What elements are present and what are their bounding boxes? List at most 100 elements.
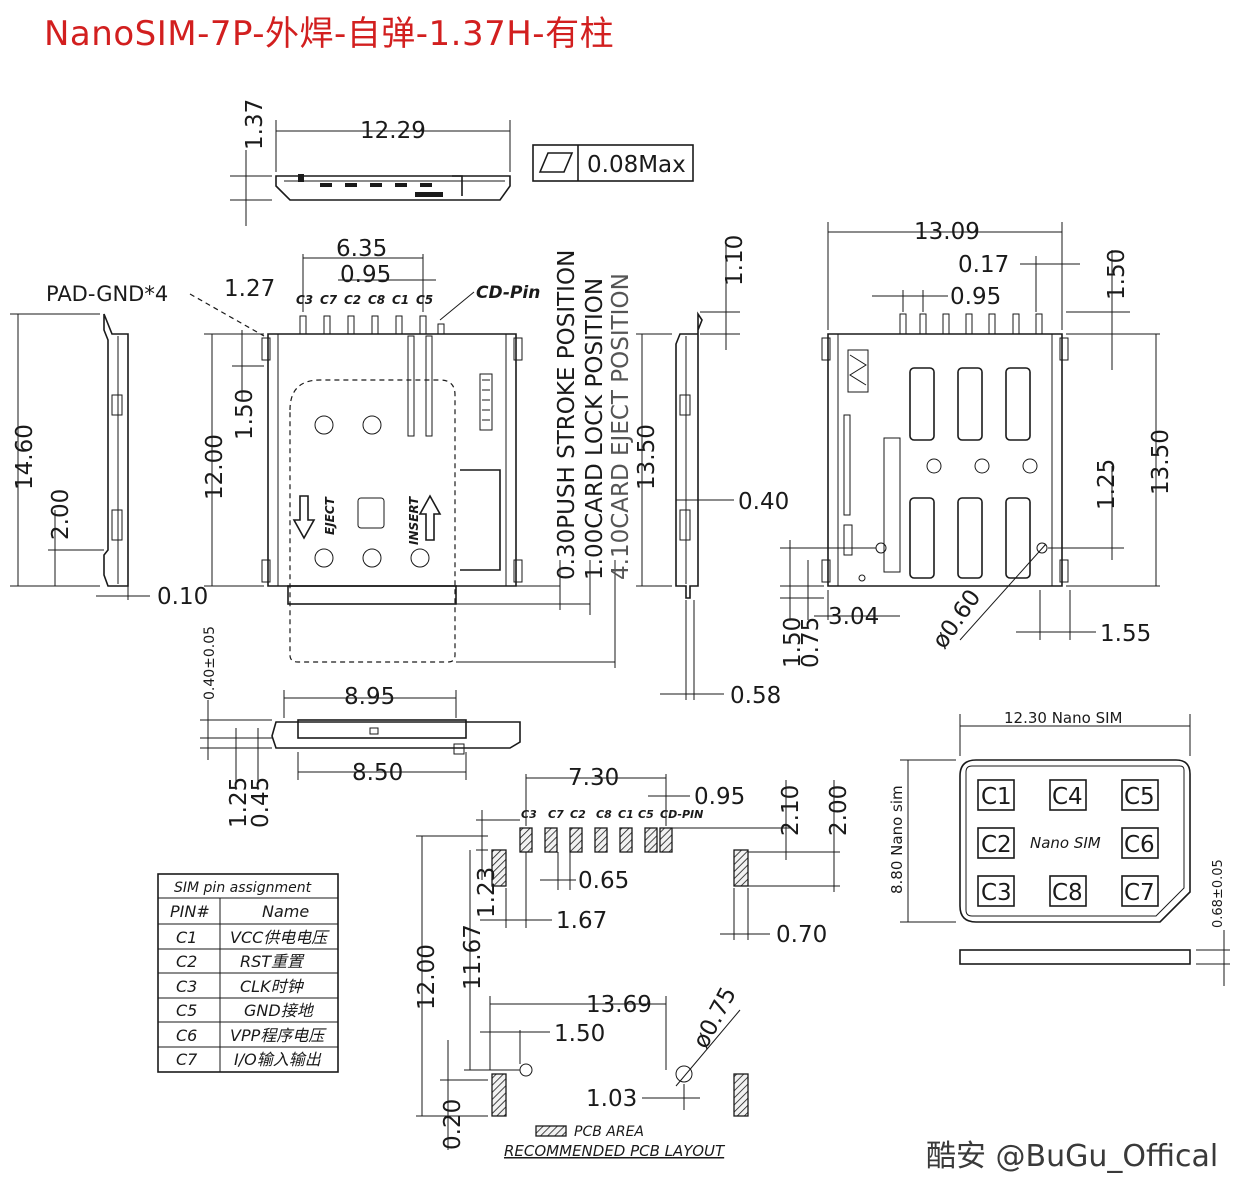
front-pins: [299, 315, 445, 335]
dim-pcb-pitch: 0.95: [694, 784, 745, 810]
table-cell-name: VPP程序电压: [230, 1026, 327, 1045]
table-cell-pin: C2: [176, 952, 197, 971]
dim-back-top: 1.50: [1104, 249, 1130, 300]
dim-bottom-h-a: 1.25: [226, 777, 252, 828]
dim-bottom-top-width: 8.95: [344, 684, 395, 710]
dim-post-x: 1.55: [1100, 621, 1151, 647]
drawing-title: NanoSIM-7P-外焊-自弹-1.37H-有柱: [44, 14, 615, 54]
dim-back-width: 13.09: [914, 219, 980, 245]
dim-side-top: 1.10: [722, 235, 748, 286]
pcb-gnd-pad: [491, 849, 507, 887]
dim-post-dia: ø0.60: [928, 585, 987, 653]
pcb-layout: C3 C7 C2 C8 C1 C5 CD-PIN 7.30 0.95 2.10 …: [414, 765, 852, 1160]
dim-pcb-height: 12.00: [414, 944, 440, 1010]
dim-edge: 0.10: [157, 584, 208, 610]
pin-assignment-table: SIM pin assignment PIN# Name C1 VCC供电电压 …: [157, 873, 339, 1073]
table-cell-pin: C6: [176, 1026, 197, 1045]
front-pin-labels: C3 C7 C2 C8 C1 C5: [296, 293, 433, 307]
pcb-pin-labels: C3 C7 C2 C8 C1 C5 CD-PIN: [521, 808, 703, 821]
sim-contact: C5: [1124, 784, 1155, 810]
dim-back-bottom-a: 1.50: [780, 617, 806, 668]
dim-pcb-pad-h: 2.10: [778, 785, 804, 836]
back-springs: [858, 367, 1048, 582]
dim-bottom-h-b: 0.45: [248, 777, 274, 828]
dim-pitch-total: 6.35: [336, 236, 387, 262]
dim-body-height: 12.00: [202, 434, 228, 500]
table-cell-pin: C1: [176, 928, 197, 947]
front-pin-label: C7: [320, 293, 338, 307]
sim-contact: C3: [981, 880, 1012, 906]
flatness-value: 0.08Max: [587, 152, 686, 178]
insert-label: INSERT: [407, 496, 421, 545]
dim-total-height: 14.60: [12, 424, 38, 490]
sim-center-label: Nano SIM: [1030, 834, 1101, 852]
pcb-pin-label: C1: [618, 808, 634, 821]
dim-back-bottom-b: 0.75: [798, 617, 824, 668]
sim-thickness: 0.68±0.05: [1211, 859, 1226, 928]
pad-gnd-label: PAD-GND*4: [46, 282, 168, 306]
sim-contact: C4: [1052, 784, 1083, 810]
position-labels: 0.30PUSH STROKE POSITION 1.00CARD LOCK P…: [554, 250, 634, 580]
eject-label: EJECT: [323, 496, 337, 535]
front-pin-label: C5: [416, 293, 433, 307]
left-side-view: 14.60 2.00 0.10: [10, 313, 208, 610]
dim-pcb-pad-offset: 1.67: [556, 908, 607, 934]
dim-top-width: 12.29: [360, 118, 426, 144]
table-header-name: Name: [262, 902, 309, 921]
dim-side-height: 13.50: [634, 424, 660, 490]
dim-pcb-pad-h2: 2.00: [826, 785, 852, 836]
dim-pcb-span: 7.30: [568, 765, 619, 791]
pcb-gnd-pad: [733, 849, 749, 887]
top-view: 12.29 1.37 0.08Max: [230, 99, 694, 226]
dim-pcb-gnd-w: 0.70: [776, 922, 827, 948]
pcb-pin-label: CD-PIN: [660, 808, 703, 821]
front-pin-label: C1: [392, 293, 409, 307]
dim-post-offset: 3.04: [828, 604, 879, 630]
pcb-gnd-pad: [733, 1073, 749, 1117]
dim-pitch: 0.95: [340, 262, 391, 288]
bottom-view: 8.95 8.50 0.40±0.05 1.25 0.45: [200, 626, 521, 828]
pcb-pin-label: C2: [570, 808, 586, 821]
dim-pin-offset: 0.40: [738, 489, 789, 515]
dim-pin-edge: 0.17: [958, 252, 1009, 278]
dim-top-gap: 1.50: [232, 389, 258, 440]
watermark: 酷安 @BuGu_Offical: [926, 1139, 1219, 1174]
front-pin-label: C3: [296, 293, 313, 307]
dim-pcb-post-dx: 1.03: [586, 1086, 637, 1112]
sim-contact: C1: [981, 784, 1012, 810]
dim-pcb-gnd-h: 1.23: [474, 867, 500, 918]
dim-hole-offset: 1.25: [1094, 459, 1120, 510]
top-view-contacts: [298, 174, 463, 197]
back-pins: [899, 313, 1043, 335]
dim-pad-offset: 1.27: [224, 276, 275, 302]
dim-pcb-post-x: 1.50: [554, 1021, 605, 1047]
flatness-icon: [538, 152, 574, 173]
dim-pcb-bottom: 0.20: [440, 1099, 466, 1150]
dim-bottom-width: 8.50: [352, 760, 403, 786]
dim-pin-len: 0.58: [730, 683, 781, 709]
sim-contact: C7: [1124, 880, 1155, 906]
cd-pin-label: CD-Pin: [476, 283, 540, 303]
table-cell-name: GND接地: [244, 1001, 315, 1020]
pcb-pin-label: C7: [548, 808, 564, 821]
table-cell-pin: C3: [176, 977, 197, 996]
table-cell-name: I/O输入输出: [234, 1050, 322, 1069]
back-view: 13.09 0.17 0.95 1.50 13.50 1.25 1.55 1.5…: [780, 219, 1174, 668]
front-pin-label: C8: [368, 293, 385, 307]
nano-sim-card: 12.30 Nano SIM 8.80 Nano sim 0.68±0.05 C…: [888, 709, 1230, 986]
sim-contact: C8: [1052, 880, 1083, 906]
table-cell-name: VCC供电电压: [230, 928, 330, 947]
pcb-area-legend-swatch: [535, 1125, 567, 1137]
dim-back-height: 13.50: [1148, 429, 1174, 495]
pcb-pin-label: C8: [596, 808, 612, 821]
card-eject-position: 4.10CARD EJECT POSITION: [608, 273, 634, 580]
sim-height: 8.80 Nano sim: [888, 785, 906, 894]
table-title: SIM pin assignment: [174, 880, 312, 896]
table-cell-name: CLK时钟: [240, 977, 305, 996]
dim-pcb-inner-height: 11.67: [460, 924, 486, 990]
dim-back-pitch: 0.95: [950, 284, 1001, 310]
table-cell-pin: C5: [176, 1001, 197, 1020]
push-stroke-position: 0.30PUSH STROKE POSITION: [554, 250, 580, 580]
flatness-frame: 0.08Max: [532, 144, 694, 182]
